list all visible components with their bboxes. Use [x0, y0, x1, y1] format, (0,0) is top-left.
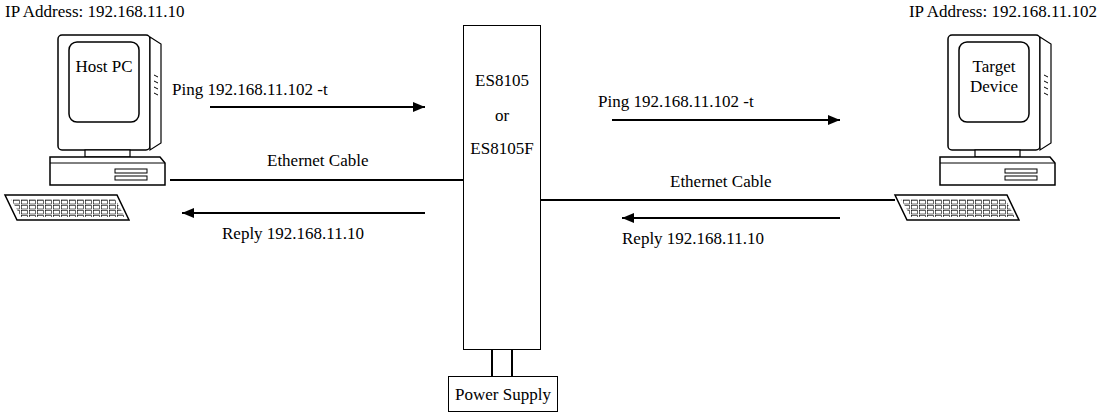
screen-label: Target Device: [959, 57, 1029, 97]
host-pc: Host PC: [5, 35, 170, 225]
reply-message: Reply 192.168.11.10: [222, 224, 364, 244]
box-label: or: [464, 106, 540, 126]
box-label: ES8105F: [464, 139, 540, 159]
cable-label: Ethernet Cable: [668, 172, 774, 192]
reply-arrow: [622, 217, 840, 219]
reply-arrow: [182, 212, 425, 214]
ping-arrow: [612, 119, 840, 121]
box-label: ES8105: [464, 71, 540, 91]
box-label: Power Supply: [449, 385, 557, 405]
ethernet-cable: [541, 199, 895, 201]
reply-message: Reply 192.168.11.10: [622, 229, 764, 249]
ping-command: Ping 192.168.11.102 -t: [172, 80, 328, 100]
ping-arrow: [210, 106, 425, 108]
power-supply-box: Power Supply: [448, 376, 558, 412]
screen-label: Host PC: [69, 57, 139, 77]
switch-box: ES8105 orES8105F: [463, 25, 541, 350]
ip-address: IP Address: 192.168.11.102: [909, 2, 1097, 22]
ethernet-cable: [170, 179, 463, 181]
ping-command: Ping 192.168.11.102 -t: [598, 92, 754, 112]
ip-address: IP Address: 192.168.11.10: [5, 2, 185, 22]
target-device: Target Device: [895, 35, 1060, 225]
power-cable: [492, 350, 512, 376]
cable-label: Ethernet Cable: [265, 151, 371, 171]
